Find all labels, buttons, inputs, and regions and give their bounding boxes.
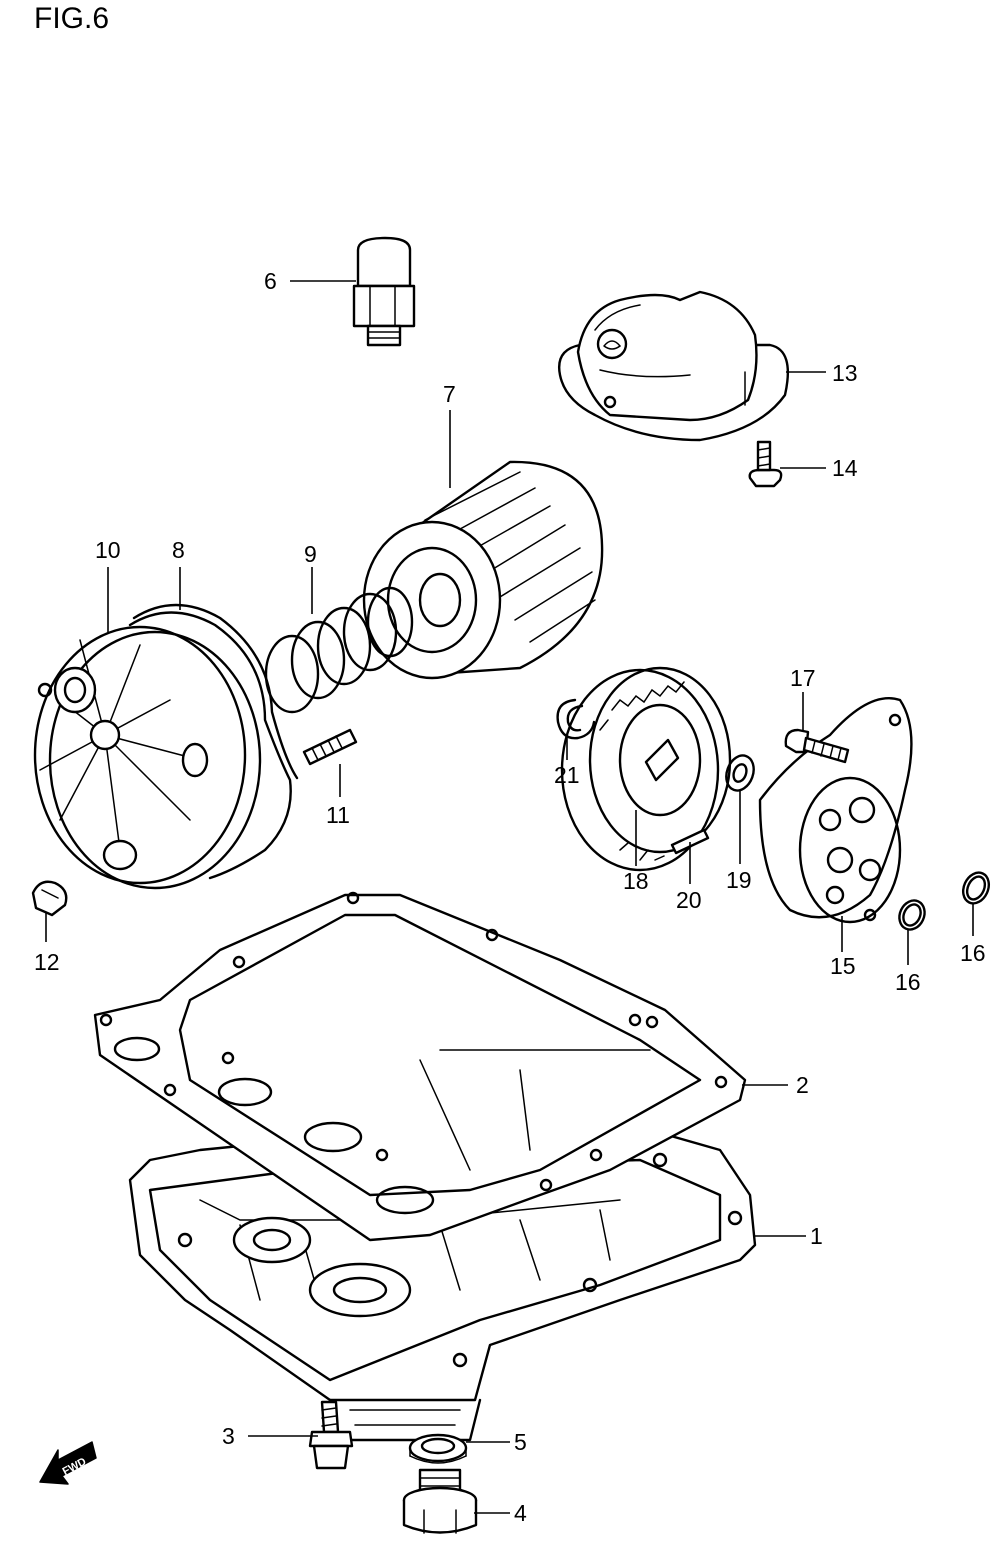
callout-21: 21 xyxy=(554,762,580,788)
figure-title: FIG.6 xyxy=(34,2,110,35)
oil-pan-gasket-part-2[interactable] xyxy=(93,891,747,1242)
callout-17: 17 xyxy=(790,665,816,691)
pan-bolt-part-3[interactable] xyxy=(308,1400,354,1470)
callout-19: 19 xyxy=(726,867,752,893)
callout-16-right: 16 xyxy=(960,940,986,966)
callout-14: 14 xyxy=(832,455,858,481)
leader-lines xyxy=(45,280,974,1514)
callout-10: 10 xyxy=(95,537,121,563)
filter-cap-o-ring-part-8[interactable] xyxy=(128,603,299,880)
oil-pump-cover-part-13[interactable] xyxy=(558,290,789,442)
callout-13: 13 xyxy=(832,360,858,386)
callout-5: 5 xyxy=(514,1429,527,1455)
drain-plug-gasket-part-5[interactable] xyxy=(408,1433,468,1464)
callout-18: 18 xyxy=(623,868,649,894)
callout-7: 7 xyxy=(443,381,456,407)
cap-nut-part-12[interactable] xyxy=(31,880,68,917)
circlip-part-21[interactable] xyxy=(556,698,596,740)
callout-8: 8 xyxy=(172,537,185,563)
oil-pump-gear-part-18[interactable] xyxy=(560,666,732,872)
callout-6: 6 xyxy=(264,268,277,294)
forward-direction-arrow-icon: FWD xyxy=(39,1441,97,1485)
breather-plug-part-6[interactable] xyxy=(352,236,416,347)
cover-screw-part-14[interactable] xyxy=(748,440,783,488)
callout-20: 20 xyxy=(676,887,702,913)
callout-15: 15 xyxy=(830,953,856,979)
washer-part-19[interactable] xyxy=(722,752,759,795)
o-ring-part-16a[interactable] xyxy=(895,896,929,933)
pin-part-20[interactable] xyxy=(670,828,710,855)
callout-9: 9 xyxy=(304,541,317,567)
stud-bolt-part-11[interactable] xyxy=(302,728,358,766)
oil-pump-part-15[interactable] xyxy=(758,697,913,924)
callout-11: 11 xyxy=(326,802,350,828)
pump-bolt-part-17[interactable] xyxy=(784,728,850,764)
callout-3: 3 xyxy=(222,1423,235,1449)
filter-spring-part-9[interactable] xyxy=(264,586,414,714)
callout-2: 2 xyxy=(796,1072,809,1098)
callout-4: 4 xyxy=(514,1500,527,1526)
callout-12: 12 xyxy=(34,949,60,975)
callout-labels: 1 2 3 4 5 6 7 8 9 10 11 12 13 14 15 16 1… xyxy=(34,268,986,1526)
callout-16-left: 16 xyxy=(895,969,921,995)
drain-plug-part-4[interactable] xyxy=(402,1468,478,1534)
oil-filter-cap-part-10[interactable] xyxy=(33,625,262,890)
o-ring-part-16b[interactable] xyxy=(958,868,993,907)
callout-1: 1 xyxy=(810,1223,823,1249)
oil-filter-part-7[interactable] xyxy=(362,460,604,680)
oil-pan-part-1[interactable] xyxy=(128,1128,757,1442)
